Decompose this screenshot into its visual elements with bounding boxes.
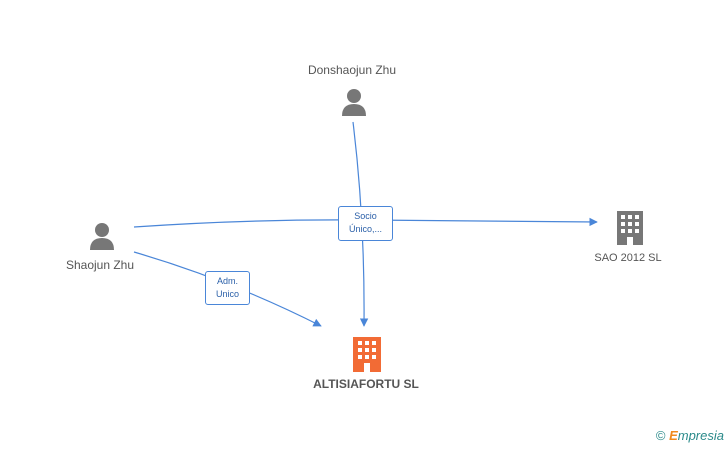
brand-initial: E xyxy=(669,428,678,443)
node-label-donshaojun[interactable]: Donshaojun Zhu xyxy=(307,63,397,77)
edge-label-socio-unico[interactable]: Socio Único,... xyxy=(338,206,393,241)
edge-label-line: Único,... xyxy=(348,224,382,234)
brand-name: mpresia xyxy=(677,428,724,443)
node-label-shaojun[interactable]: Shaojun Zhu xyxy=(65,258,135,272)
node-label-sao2012[interactable]: SAO 2012 SL xyxy=(594,252,662,264)
empresia-watermark: © Empresia xyxy=(656,428,724,443)
edge-label-line: Unico xyxy=(215,289,239,299)
edge-label-line: Socio xyxy=(354,211,377,221)
edge-label-line: Adm. xyxy=(216,276,238,286)
node-label-altisiafortu[interactable]: ALTISIAFORTU SL xyxy=(313,377,419,391)
edge-label-adm-unico[interactable]: Adm. Unico xyxy=(205,271,250,305)
person-icon-donshaojun[interactable] xyxy=(342,89,366,116)
building-icon-sao2012[interactable] xyxy=(617,211,643,245)
copyright-symbol: © xyxy=(655,428,666,443)
person-icon-shaojun[interactable] xyxy=(90,223,114,250)
building-icon-altisiafortu[interactable] xyxy=(353,337,381,372)
